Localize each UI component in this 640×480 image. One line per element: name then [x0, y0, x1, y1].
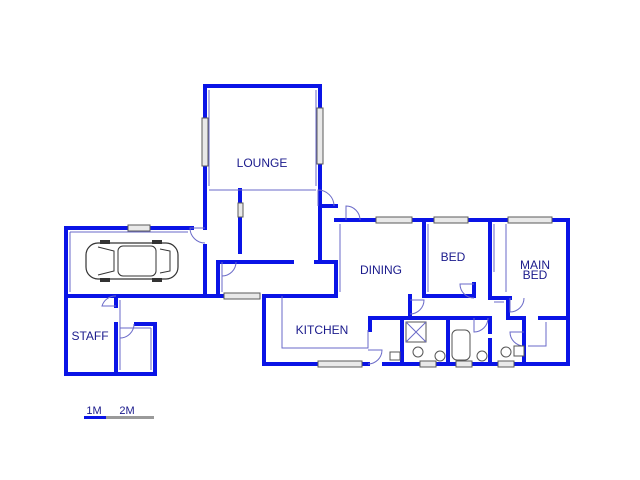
basin-icon: [389, 351, 401, 361]
staff-door-inner: [119, 323, 135, 339]
bed-passage-door: [409, 299, 425, 315]
kitchen-walls: [262, 260, 370, 366]
doors: [101, 189, 525, 365]
bathroom-window-2: [455, 360, 473, 368]
inner-line-c: [339, 224, 547, 347]
toilet-icon: [412, 346, 424, 358]
lounge-south-door: [221, 261, 237, 277]
staff-door-top: [101, 295, 117, 307]
ensuite-basin-icon: [513, 345, 525, 357]
scale-bar: 1M 2M: [84, 405, 154, 419]
ensuite-door: [509, 331, 525, 347]
bathtub-icon: [451, 329, 471, 361]
car-wheel-3: [152, 240, 162, 244]
lounge-inner-window: [237, 202, 244, 218]
shower-cross: [405, 321, 427, 343]
car-wheel-4: [152, 278, 162, 282]
ensuite-window: [497, 360, 515, 368]
passage-window: [223, 292, 261, 300]
main-bed-label-line1: MAIN: [520, 258, 550, 272]
dining-label: DINING: [360, 263, 402, 277]
scale-segment-2: [106, 416, 154, 419]
main-bed-walls: [488, 218, 570, 366]
car-icon: [85, 240, 179, 282]
lounge-west-window: [201, 117, 209, 167]
basin-round-icon-2: [476, 350, 488, 362]
lounge-label: LOUNGE: [237, 156, 288, 170]
kitchen-window: [317, 360, 363, 368]
bathroom-walls: [382, 316, 526, 366]
lounge-west-door: [189, 227, 206, 244]
bathroom-window-1: [419, 360, 437, 368]
bathroom-door: [473, 317, 489, 333]
lounge-walls: [203, 84, 322, 208]
bed-label: BED: [441, 250, 466, 264]
scale-label-1m: 1M: [86, 405, 101, 417]
bed-door: [459, 283, 475, 299]
scale-segment-1: [84, 416, 106, 419]
car-wheel-2: [100, 278, 110, 282]
windows: [127, 107, 553, 368]
kitchen-door: [367, 349, 383, 365]
car-cabin: [117, 245, 157, 277]
main-bed-door: [509, 297, 525, 313]
main-bed-window: [507, 216, 553, 224]
staff-label: STAFF: [71, 329, 108, 343]
dining-window: [375, 216, 413, 224]
ensuite-toilet-icon: [500, 346, 512, 358]
kitchen-label: KITCHEN: [296, 323, 349, 337]
scale-label-2m: 2M: [119, 405, 134, 417]
lounge-east-door: [317, 189, 335, 207]
carport-window: [127, 224, 151, 232]
inner-line-a: [208, 90, 369, 349]
room-labels: LOUNGE DINING BED MAIN BED KITCHEN STAFF: [71, 156, 550, 343]
staff-walls: [64, 294, 157, 376]
main-bed-label-line2: BED: [523, 268, 548, 282]
lounge-east-window: [316, 107, 324, 165]
fixtures: [389, 321, 525, 362]
car-wheel-1: [100, 240, 110, 244]
dining-door: [345, 205, 361, 221]
basin-round-icon: [434, 350, 446, 362]
bed-window: [433, 216, 469, 224]
car-windshields: [97, 246, 171, 276]
lounge-east-lower-wall: [318, 204, 338, 264]
